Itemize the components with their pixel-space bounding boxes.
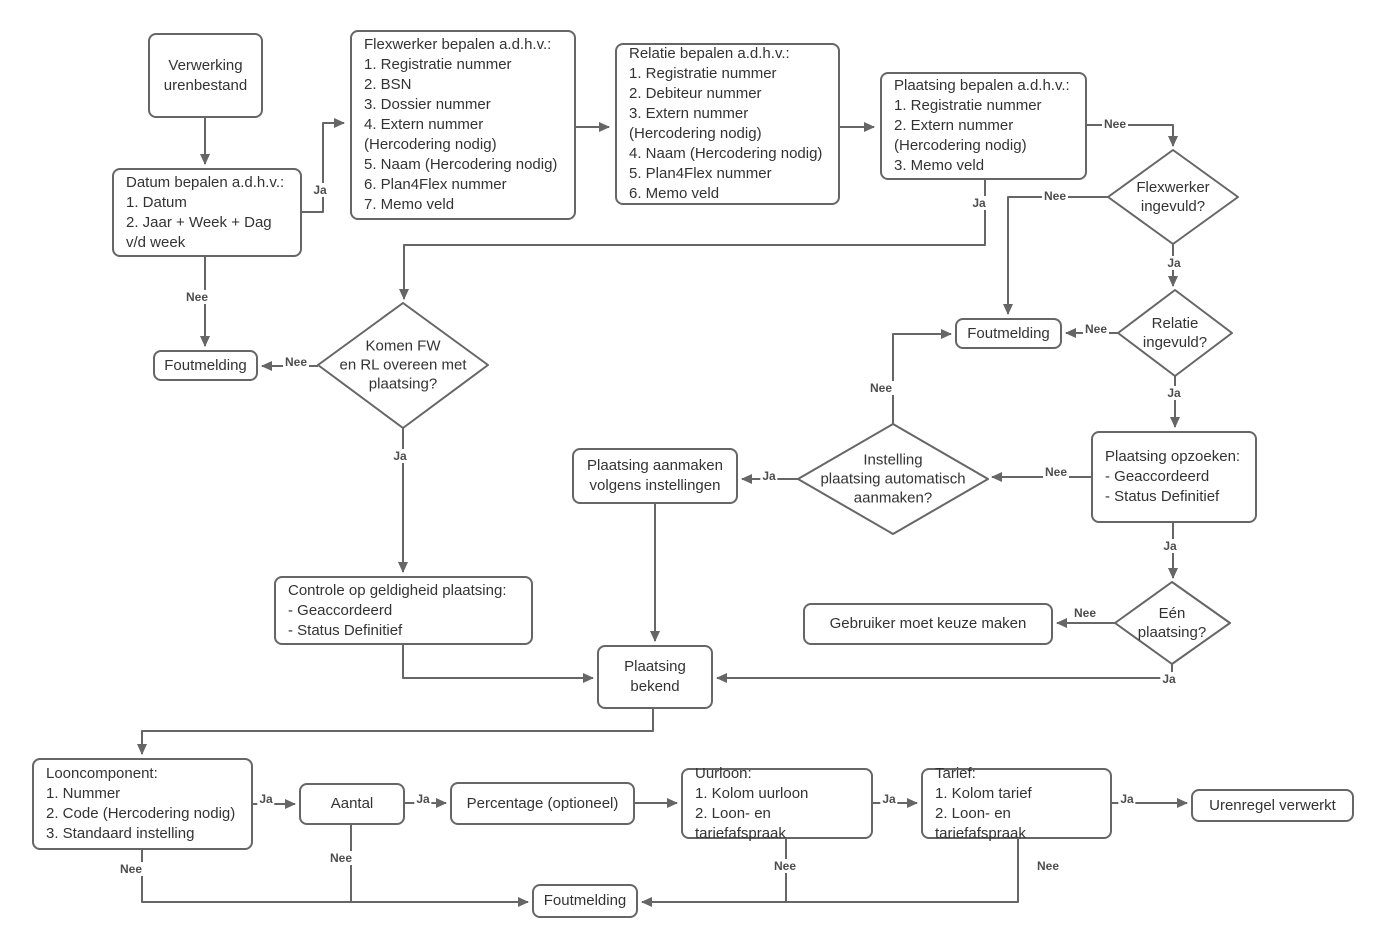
edge-label-nee: Nee	[1034, 859, 1062, 873]
node-foutmelding-left: Foutmelding	[153, 350, 258, 381]
node-looncomponent-label: Looncomponent: 1. Nummer 2. Code (Hercod…	[46, 765, 236, 842]
node-urenregel-verwerkt-label: Urenregel verwerkt	[1209, 796, 1336, 814]
connector-controle-bekend	[402, 645, 594, 683]
node-uurloon: Uurloon: 1. Kolom uurloon 2. Loon- en ta…	[681, 765, 873, 842]
node-gebruiker-keuze-label: Gebruiker moet keuze maken	[829, 615, 1027, 632]
edge-label-ja: Ja	[311, 183, 329, 197]
node-plaatsing-aanmaken-label: Plaatsing aanmaken volgens instellingen	[587, 457, 723, 494]
node-controle-geldigheid: Controle op geldigheid plaatsing: - Geac…	[274, 576, 533, 645]
node-datum-bepalen: Datum bepalen a.d.h.v.: 1. Datum 2. Jaar…	[112, 168, 302, 257]
edge-label-nee: Nee	[183, 290, 211, 304]
node-relatie-bepalen-label: Relatie bepalen a.d.h.v.: 1. Registratie…	[629, 45, 823, 202]
edge-label-nee: Nee	[282, 355, 310, 369]
node-relatie-bepalen: Relatie bepalen a.d.h.v.: 1. Registratie…	[615, 43, 840, 205]
edge-label-nee: Nee	[1042, 465, 1070, 479]
edge-label-ja: Ja	[257, 792, 275, 806]
node-foutmelding-right-label: Foutmelding	[967, 324, 1050, 342]
node-datum-bepalen-label: Datum bepalen a.d.h.v.: 1. Datum 2. Jaar…	[126, 173, 285, 251]
connector-tarief-foutmelding-nee	[641, 839, 1019, 907]
node-flexwerker-bepalen-label: Flexwerker bepalen a.d.h.v.: 1. Registra…	[364, 36, 558, 213]
edge-label-nee: Nee	[327, 851, 355, 865]
node-aantal-label: Aantal	[330, 795, 374, 812]
decision-relatie-ingevuld	[1117, 289, 1233, 377]
edge-label-ja: Ja	[1118, 792, 1136, 806]
edge-label-nee: Nee	[867, 381, 895, 395]
node-plaatsing-bepalen: Plaatsing bepalen a.d.h.v.: 1. Registrat…	[880, 72, 1087, 180]
node-plaatsing-aanmaken: Plaatsing aanmaken volgens instellingen	[572, 448, 738, 504]
edge-label-ja: Ja	[970, 196, 988, 210]
edge-label-nee: Nee	[1082, 322, 1110, 336]
decision-flexwerker-ingevuld	[1107, 149, 1239, 245]
node-plaatsing-bepalen-label: Plaatsing bepalen a.d.h.v.: 1. Registrat…	[894, 77, 1070, 174]
node-gebruiker-keuze: Gebruiker moet keuze maken	[803, 603, 1053, 645]
node-plaatsing-bekend-label: Plaatsing bekend	[624, 658, 686, 695]
edge-label-nee: Nee	[771, 859, 799, 873]
node-foutmelding-right: Foutmelding	[955, 318, 1062, 349]
node-aantal: Aantal	[299, 783, 405, 825]
node-percentage: Percentage (optioneel)	[450, 782, 635, 825]
edge-label-ja: Ja	[1165, 256, 1183, 270]
node-verwerking-urenbestand-label: Verwerking urenbestand	[163, 56, 248, 94]
decision-flexwerker-ingevuld-label: Flexwerker ingevuld?	[1136, 179, 1210, 215]
node-plaatsing-opzoeken-label: Plaatsing opzoeken: - Geaccordeerd - Sta…	[1105, 448, 1241, 505]
node-controle-geldigheid-label: Controle op geldigheid plaatsing: - Geac…	[288, 581, 507, 639]
node-foutmelding-bottom: Foutmelding	[532, 884, 638, 918]
edge-label-ja: Ja	[1165, 386, 1183, 400]
connector-plaatsing-flexwerkeringevuld-nee	[1087, 124, 1178, 147]
connector-instelling-foutmelding-nee	[892, 329, 952, 424]
decision-komen-fw-rl-overeen-label: Komen FW en RL overeen met plaatsing?	[339, 337, 467, 393]
node-tarief: Tarief: 1. Kolom tarief 2. Loon- en tari…	[921, 765, 1112, 842]
node-uurloon-label: Uurloon: 1. Kolom uurloon 2. Loon- en ta…	[695, 764, 809, 842]
edge-label-nee: Nee	[1071, 606, 1099, 620]
decision-een-plaatsing	[1114, 581, 1231, 665]
edge-label-ja: Ja	[1160, 672, 1178, 686]
edge-label-nee: Nee	[117, 862, 145, 876]
node-foutmelding-left-label: Foutmelding	[164, 356, 247, 374]
connector-flexwerkeringevuld-foutmelding-nee	[1003, 196, 1108, 315]
connector-datum-flexwerker-ja	[302, 118, 345, 213]
edge-label-ja: Ja	[414, 792, 432, 806]
edge-label-ja: Ja	[880, 792, 898, 806]
edge-label-nee: Nee	[1101, 117, 1129, 131]
connector-bekend-looncomponent	[137, 709, 654, 755]
node-urenregel-verwerkt: Urenregel verwerkt	[1191, 789, 1354, 822]
decision-relatie-ingevuld-label: Relatie ingevuld?	[1142, 315, 1208, 351]
node-foutmelding-bottom-label: Foutmelding	[543, 892, 627, 909]
node-looncomponent: Looncomponent: 1. Nummer 2. Code (Hercod…	[32, 758, 253, 850]
decision-instelling-automatisch-aanmaken	[797, 423, 989, 535]
decision-een-plaatsing-label: Eén plaatsing?	[1137, 605, 1207, 641]
node-plaatsing-opzoeken: Plaatsing opzoeken: - Geaccordeerd - Sta…	[1091, 431, 1257, 523]
node-percentage-label: Percentage (optioneel)	[466, 794, 619, 812]
node-tarief-label: Tarief: 1. Kolom tarief 2. Loon- en tari…	[935, 764, 1032, 842]
decision-instelling-automatisch-aanmaken-label: Instelling plaatsing automatisch aanmake…	[820, 451, 966, 507]
edge-label-ja: Ja	[1161, 539, 1179, 553]
edge-label-ja: Ja	[391, 449, 409, 463]
node-plaatsing-bekend: Plaatsing bekend	[597, 645, 713, 709]
node-flexwerker-bepalen: Flexwerker bepalen a.d.h.v.: 1. Registra…	[350, 30, 576, 220]
connector-plaatsing-komenfw-ja	[399, 180, 986, 300]
edge-label-ja: Ja	[760, 469, 778, 483]
edge-label-nee: Nee	[1041, 189, 1069, 203]
decision-komen-fw-rl-overeen	[317, 302, 489, 429]
node-verwerking-urenbestand: Verwerking urenbestand	[148, 33, 263, 118]
connector-eenplaatsing-bekend-ja	[716, 664, 1173, 683]
